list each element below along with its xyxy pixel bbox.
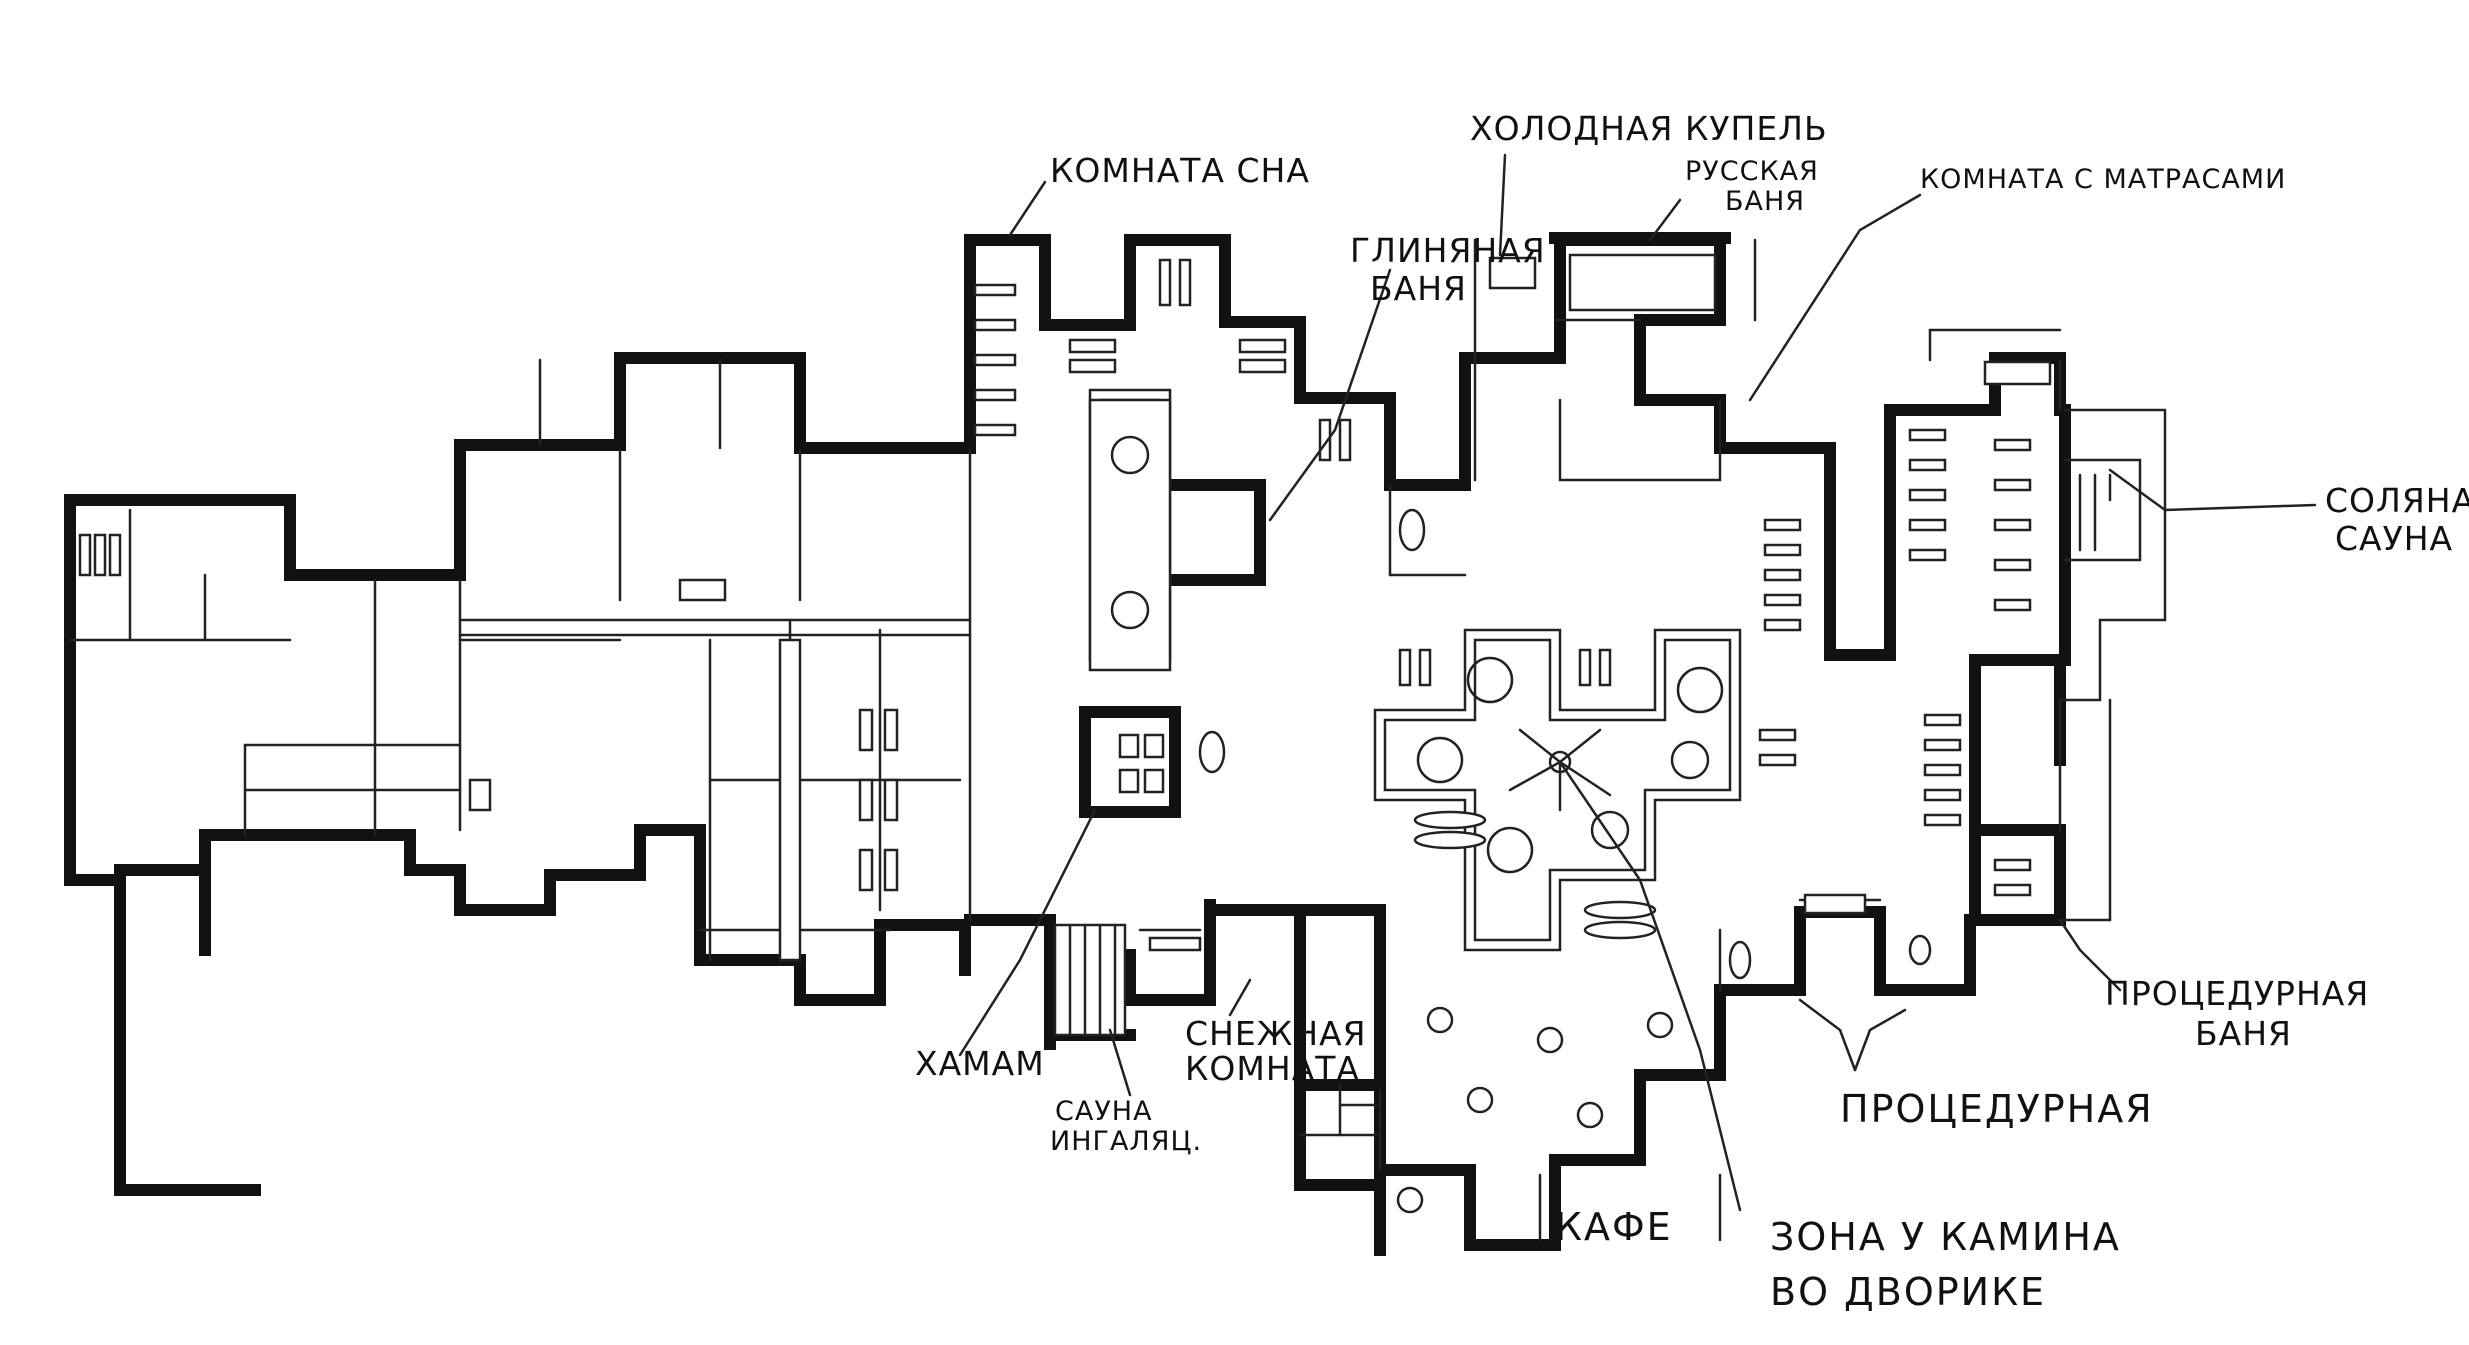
- label-russian-bath-1: РУССКАЯ: [1685, 156, 1819, 187]
- label-procedure-bath-1: ПРОЦЕДУРНАЯ: [2105, 974, 2369, 1013]
- label-procedure-room: ПРОЦЕДУРНАЯ: [1840, 1087, 2154, 1131]
- label-hammam: ХАМАМ: [915, 1044, 1045, 1083]
- label-snow-room-1: СНЕЖНАЯ: [1185, 1014, 1367, 1053]
- label-clay-bath-2: БАНЯ: [1370, 269, 1467, 308]
- label-snow-room-2: КОМНАТА: [1185, 1049, 1360, 1088]
- label-fireplace-zone-1: ЗОНА У КАМИНА: [1770, 1215, 2121, 1259]
- furniture: [78, 253, 2052, 1214]
- label-clay-bath-1: ГЛИНЯНАЯ: [1350, 231, 1546, 270]
- label-fireplace-zone-2: ВО ДВОРИКЕ: [1770, 1270, 2046, 1314]
- label-salt-sauna-2: САУНА: [2335, 519, 2453, 558]
- label-russian-bath-2: БАНЯ: [1725, 186, 1805, 217]
- room-labels: КОМНАТА СНА ГЛИНЯНАЯ БАНЯ ХОЛОДНАЯ КУПЕЛ…: [915, 109, 2469, 1314]
- label-inhalation-sauna-1: САУНА: [1055, 1096, 1153, 1127]
- label-cafe: КАФЕ: [1555, 1205, 1673, 1249]
- leader-lines: [958, 153, 2317, 1212]
- label-inhalation-sauna-2: ИНГАЛЯЦ.: [1050, 1126, 1202, 1157]
- label-cold-plunge: ХОЛОДНАЯ КУПЕЛЬ: [1470, 109, 1828, 148]
- label-sleep-room: КОМНАТА СНА: [1050, 151, 1310, 190]
- label-salt-sauna-1: СОЛЯНАЯ: [2325, 481, 2469, 520]
- label-procedure-bath-2: БАНЯ: [2195, 1014, 2292, 1053]
- label-mattress-room: КОМНАТА С МАТРАСАМИ: [1920, 164, 2286, 195]
